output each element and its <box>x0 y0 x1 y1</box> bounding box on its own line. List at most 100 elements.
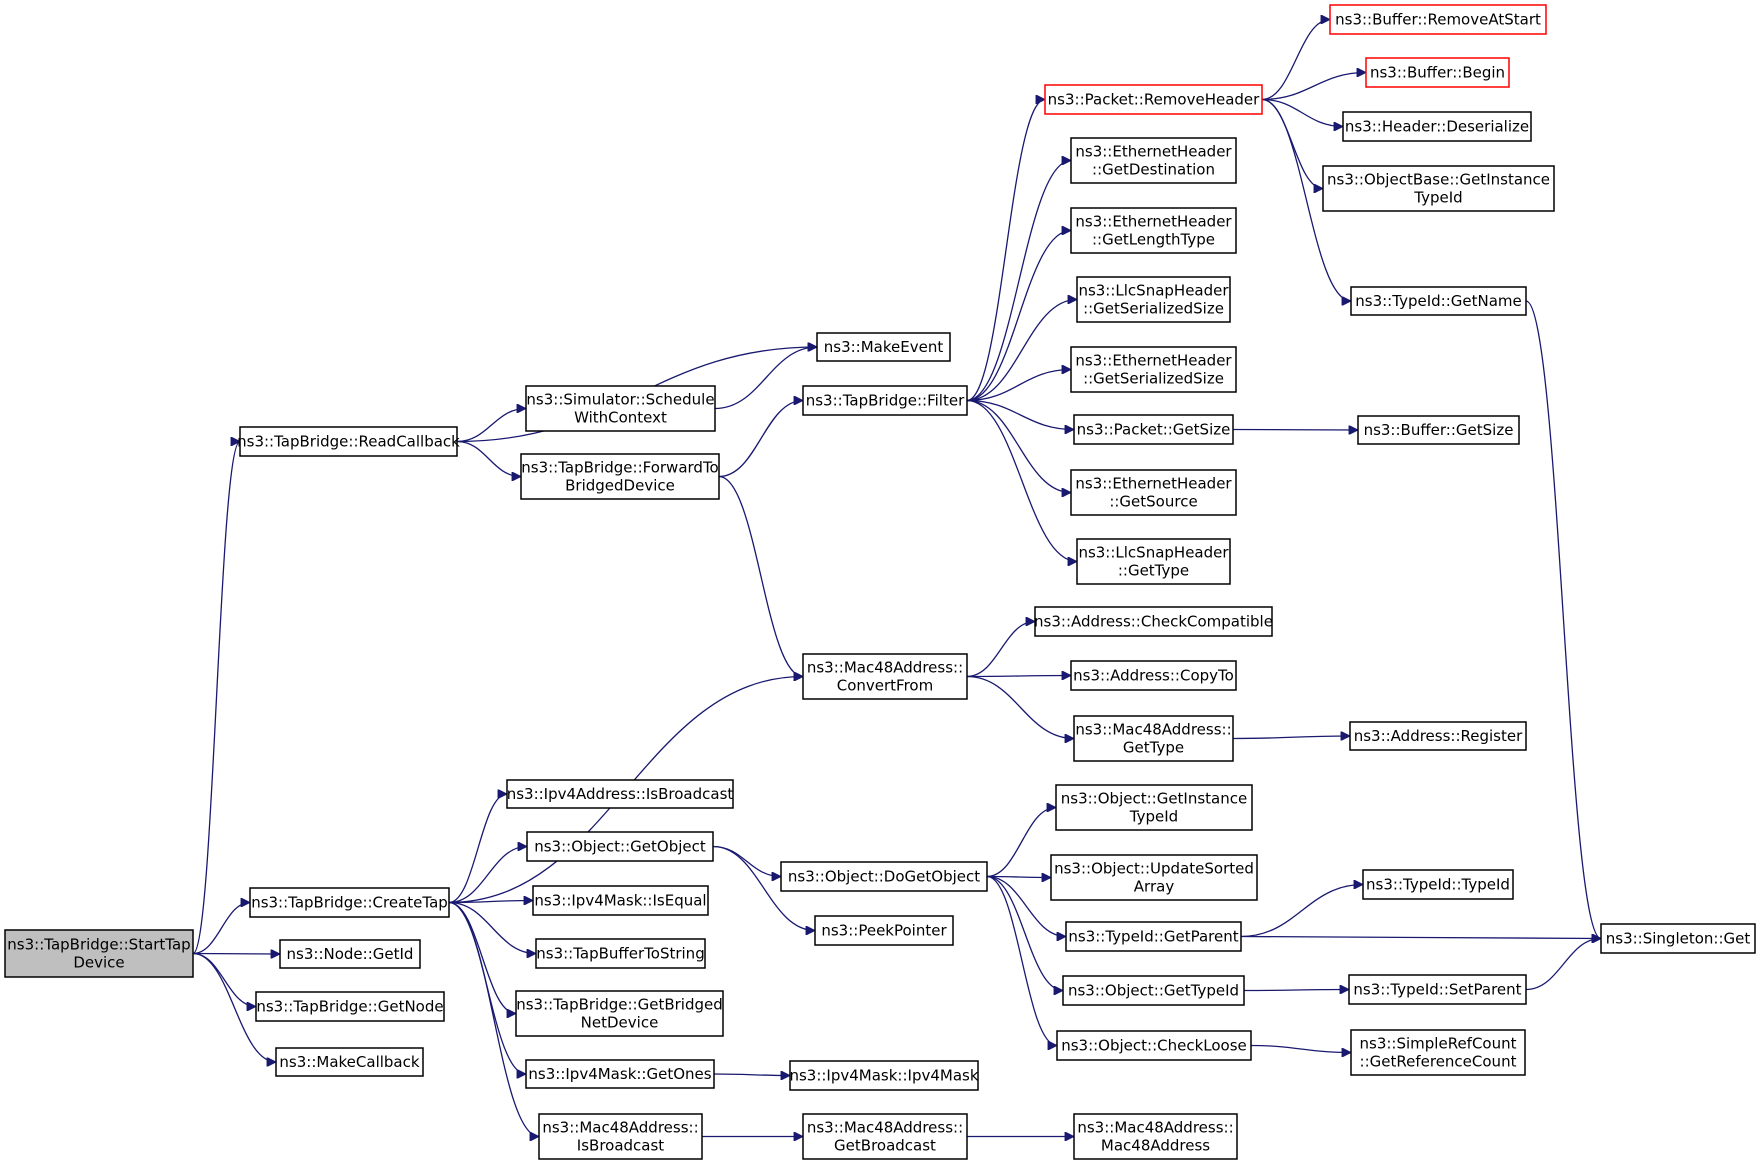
node-header-deserialize[interactable]: ns3::Header::Deserialize <box>1342 111 1532 142</box>
node-box <box>1342 111 1532 142</box>
node-label: TypeId <box>1129 808 1178 826</box>
node-label: ns3::Object::GetTypeId <box>1068 982 1239 1000</box>
edge-remove-header-to-buffer-remove-at-start <box>1261 20 1330 101</box>
node-eth-get-serialized-size[interactable]: ns3::EthernetHeader::GetSerializedSize <box>1070 346 1237 393</box>
node-box <box>535 938 706 969</box>
node-set-parent[interactable]: ns3::TypeId::SetParent <box>1348 974 1527 1005</box>
node-get-object[interactable]: ns3::Object::GetObject <box>526 831 714 862</box>
node-box <box>1365 57 1510 88</box>
edge-filter-to-remove-header <box>966 100 1045 402</box>
node-get-type-id[interactable]: ns3::Object::GetTypeId <box>1062 975 1245 1006</box>
node-singleton-get[interactable]: ns3::Singleton::Get <box>1600 923 1756 954</box>
node-box <box>1076 276 1231 323</box>
node-label: ::GetSerializedSize <box>1083 370 1224 388</box>
node-llc-get-serialized-size[interactable]: ns3::LlcSnapHeader::GetSerializedSize <box>1076 276 1231 323</box>
edge-filter-to-llc-get-type <box>966 399 1077 562</box>
node-create-tap[interactable]: ns3::TapBridge::CreateTap <box>249 887 450 918</box>
node-box <box>802 653 968 700</box>
node-label: Mac48Address <box>1101 1137 1210 1155</box>
node-box <box>1070 469 1237 516</box>
node-box <box>1062 975 1245 1006</box>
node-eth-get-source[interactable]: ns3::EthernetHeader::GetSource <box>1070 469 1237 516</box>
edge-filter-to-eth-get-length-type <box>966 231 1071 402</box>
node-llc-get-type[interactable]: ns3::LlcSnapHeader::GetType <box>1076 538 1231 585</box>
node-box <box>1034 606 1273 637</box>
node-box <box>802 385 968 416</box>
node-box <box>1070 346 1237 393</box>
node-label: ns3::TypeId::GetParent <box>1068 928 1238 946</box>
node-read-callback[interactable]: ns3::TapBridge::ReadCallback <box>237 426 460 457</box>
node-address-register[interactable]: ns3::Address::Register <box>1349 721 1527 751</box>
node-eth-get-length-type[interactable]: ns3::EthernetHeader::GetLengthType <box>1070 207 1237 254</box>
edge-filter-to-packet-get-size <box>966 399 1074 430</box>
node-get-broadcast[interactable]: ns3::Mac48Address::GetBroadcast <box>802 1113 968 1160</box>
node-make-event[interactable]: ns3::MakeEvent <box>816 332 951 362</box>
node-label: ns3::Header::Deserialize <box>1345 118 1529 136</box>
node-box <box>1362 869 1514 900</box>
node-ipv4-mask-ctor[interactable]: ns3::Ipv4Mask::Ipv4Mask <box>789 1060 979 1091</box>
node-label: ns3::MakeEvent <box>824 338 944 356</box>
node-label: ns3::MakeCallback <box>279 1053 419 1071</box>
node-packet-get-size[interactable]: ns3::Packet::GetSize <box>1073 414 1234 445</box>
node-check-loose[interactable]: ns3::Object::CheckLoose <box>1056 1030 1252 1061</box>
node-type-id-type-id[interactable]: ns3::TypeId::TypeId <box>1362 869 1514 900</box>
node-label: ns3::Mac48Address:: <box>1075 721 1231 739</box>
node-tap-buffer-to-string[interactable]: ns3::TapBufferToString <box>535 938 706 969</box>
node-get-ones[interactable]: ns3::Ipv4Mask::GetOnes <box>525 1059 715 1089</box>
node-ipv4-is-broadcast[interactable]: ns3::Ipv4Address::IsBroadcast <box>506 779 734 809</box>
edge-get-object-to-peek-pointer <box>712 845 815 931</box>
node-box <box>1348 974 1527 1005</box>
edge-convert-from-to-mac-get-type <box>966 675 1074 739</box>
node-buffer-begin[interactable]: ns3::Buffer::Begin <box>1365 57 1510 88</box>
node-is-equal[interactable]: ns3::Ipv4Mask::IsEqual <box>532 885 709 916</box>
edge-create-tap-to-mac-is-broadcast <box>448 901 539 1137</box>
node-copy-to[interactable]: ns3::Address::CopyTo <box>1070 660 1237 691</box>
edge-get-ones-to-ipv4-mask-ctor <box>713 1074 790 1076</box>
edge-packet-get-size-to-buffer-get-size <box>1232 430 1358 431</box>
node-box <box>1073 715 1234 762</box>
node-mac-get-type[interactable]: ns3::Mac48Address::GetType <box>1073 715 1234 762</box>
node-box <box>1350 286 1527 316</box>
node-do-get-object[interactable]: ns3::Object::DoGetObject <box>780 861 988 892</box>
node-box <box>506 779 734 809</box>
node-get-reference-count[interactable]: ns3::SimpleRefCount::GetReferenceCount <box>1350 1029 1526 1076</box>
node-type-id-get-name[interactable]: ns3::TypeId::GetName <box>1350 286 1527 316</box>
node-label: ns3::Mac48Address:: <box>542 1119 698 1137</box>
edge-create-tap-to-ipv4-is-broadcast <box>448 794 507 904</box>
node-get-parent[interactable]: ns3::TypeId::GetParent <box>1065 921 1242 952</box>
edges-layer <box>192 20 1601 1137</box>
edge-create-tap-to-get-object <box>448 847 527 904</box>
node-box <box>520 453 720 500</box>
node-label: ns3::Singleton::Get <box>1606 930 1751 948</box>
node-buffer-get-size[interactable]: ns3::Buffer::GetSize <box>1357 415 1520 445</box>
edge-schedule-with-context-to-make-event <box>714 347 817 410</box>
node-make-callback[interactable]: ns3::MakeCallback <box>275 1047 424 1077</box>
edge-get-parent-to-type-id-type-id <box>1240 885 1363 938</box>
node-label: ns3::TapBridge::GetNode <box>256 998 443 1016</box>
node-convert-from[interactable]: ns3::Mac48Address::ConvertFrom <box>802 653 968 700</box>
node-box <box>526 831 714 862</box>
node-get-node[interactable]: ns3::TapBridge::GetNode <box>255 991 445 1022</box>
node-buffer-remove-at-start[interactable]: ns3::Buffer::RemoveAtStart <box>1329 4 1547 35</box>
node-box <box>4 929 194 978</box>
node-label: ::GetSerializedSize <box>1083 300 1224 318</box>
node-node-get-id[interactable]: ns3::Node::GetId <box>279 939 421 969</box>
node-label: ns3::Ipv4Mask::Ipv4Mask <box>789 1067 978 1085</box>
node-mac-is-broadcast[interactable]: ns3::Mac48Address::IsBroadcast <box>538 1113 703 1160</box>
node-filter[interactable]: ns3::TapBridge::Filter <box>802 385 968 416</box>
edge-do-get-object-to-update-sorted-array <box>986 877 1051 878</box>
node-check-compatible[interactable]: ns3::Address::CheckCompatible <box>1034 606 1273 637</box>
node-label: ns3::Packet::GetSize <box>1077 421 1231 439</box>
node-peek-pointer[interactable]: ns3::PeekPointer <box>814 915 954 946</box>
node-remove-header[interactable]: ns3::Packet::RemoveHeader <box>1044 84 1263 115</box>
node-eth-get-destination[interactable]: ns3::EthernetHeader::GetDestination <box>1070 137 1237 184</box>
edge-do-get-object-to-get-instance-type-id-obj <box>986 808 1056 878</box>
node-mac48-address-ctor[interactable]: ns3::Mac48Address::Mac48Address <box>1073 1113 1238 1160</box>
